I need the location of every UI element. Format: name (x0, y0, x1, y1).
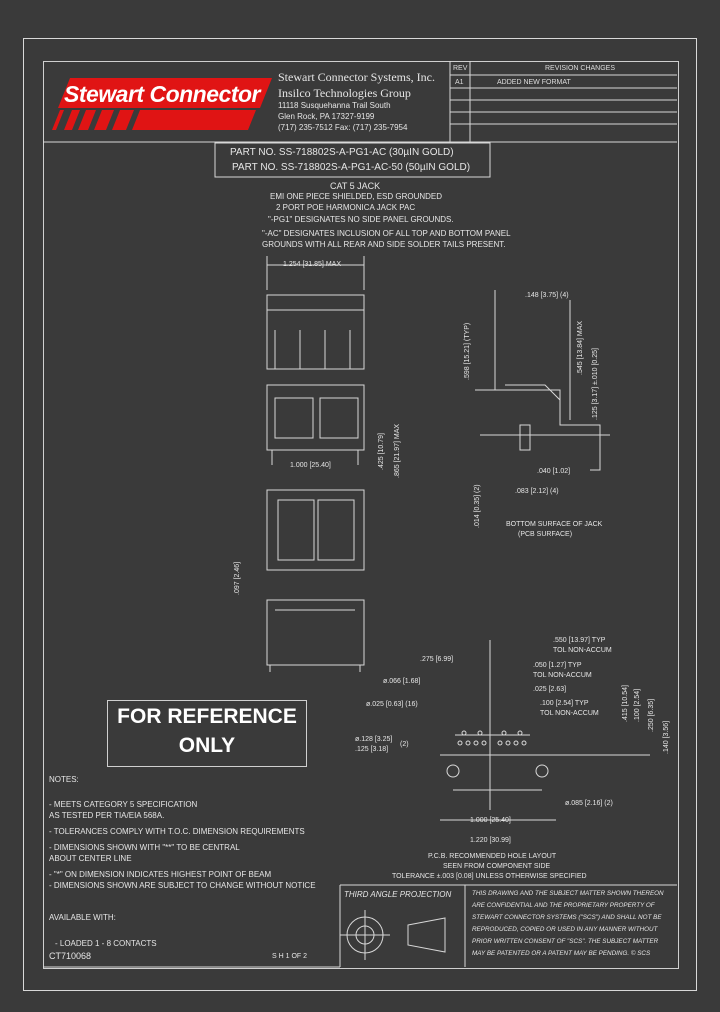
bottom-surface-label: BOTTOM SURFACE OF JACK (506, 521, 603, 528)
dim-1000b: 1.000 [25.40] (470, 817, 511, 824)
note-1a: - MEETS CATEGORY 5 SPECIFICATION (49, 800, 198, 809)
dim-040: .040 [1.02] (537, 468, 571, 475)
legal-line3: STEWART CONNECTOR SYSTEMS ("SCS") AND SH… (472, 914, 662, 921)
rev-changes-header: REVISION CHANGES (545, 65, 616, 72)
desc-title: CAT 5 JACK (330, 181, 381, 191)
logo-text: Stewart Connector (64, 81, 260, 107)
reference-line2: ONLY (178, 734, 236, 757)
dim-066: ø.066 [1.68] (383, 678, 421, 685)
notes-title: NOTES: (49, 775, 79, 784)
company-logo: Stewart Connector (50, 78, 272, 130)
legal-line2: ARE CONFIDENTIAL AND THE PROPRIETARY PRO… (472, 902, 655, 909)
note-3a: - DIMENSIONS SHOWN WITH "**" TO BE CENTR… (49, 843, 240, 852)
dim-050: .050 [1.27] TYP (533, 662, 582, 669)
pcb-surface-label: (PCB SURFACE) (518, 531, 573, 538)
reference-line1: FOR REFERENCE (117, 705, 297, 728)
company-address2: Glen Rock, PA 17327-9199 (278, 112, 375, 121)
note-2: - TOLERANCES COMPLY WITH T.O.C. DIMENSIO… (49, 827, 305, 836)
desc-line4: "-AC" DESIGNATES INCLUSION OF ALL TOP AN… (262, 229, 511, 238)
projection-title: THIRD ANGLE PROJECTION (344, 890, 452, 899)
dim-tol3: TOL NON-ACCUM (540, 710, 599, 717)
dim-two: (2) (400, 741, 409, 748)
rev-header: REV (453, 65, 468, 72)
dim-545: .545 [13.84] MAX (577, 320, 584, 375)
dim-tol2: TOL NON-ACCUM (533, 672, 592, 679)
dim-025c: ø.025 [0.63] (16) (366, 701, 418, 708)
company-phone: (717) 235-7512 Fax: (717) 235-7954 (278, 123, 408, 132)
note-1b: AS TESTED PER TIA/EIA 568A. (49, 811, 165, 820)
legal-line4: REPRODUCED, COPIED OR USED IN ANY MANNER… (472, 926, 658, 933)
note-5: - DIMENSIONS SHOWN ARE SUBJECT TO CHANGE… (49, 881, 316, 890)
dim-1000a: 1.000 [25.40] (290, 462, 331, 469)
sheet-number: S H 1 OF 2 (272, 953, 308, 960)
dim-100typ: .100 [2.54] TYP (540, 700, 589, 707)
part-number-1: PART NO. SS-718802S-A-PG1-AC (30µIN GOLD… (230, 147, 454, 158)
inner-frame (43, 61, 679, 969)
dim-250: .250 [6.35] (648, 698, 655, 732)
dim-415: .415 [10.54] (622, 685, 629, 722)
loaded-contacts: - LOADED 1 - 8 CONTACTS (55, 939, 157, 948)
pcb-tolerance: TOLERANCE ±.003 [0.08] UNLESS OTHERWISE … (392, 873, 587, 880)
document-number: CT710068 (49, 951, 92, 961)
legal-line6: MAY BE PATENTED OR A PATENT MAY BE PENDI… (472, 950, 651, 957)
dim-598: .598 [15.21] (TYP) (464, 322, 471, 380)
dim-014: .014 [0.35] (2) (474, 484, 481, 528)
available-with: AVAILABLE WITH: (49, 913, 116, 922)
dim-128: ø.128 [3.25] (355, 736, 393, 743)
dim-865: .865 [21.97] MAX (394, 423, 401, 478)
note-4: - "*" ON DIMENSION INDICATES HIGHEST POI… (49, 870, 272, 879)
rev-row-change: ADDED NEW FORMAT (497, 79, 571, 86)
rev-row-rev: A1 (455, 79, 464, 86)
pcb-layout-title: P.C.B. RECOMMENDED HOLE LAYOUT (428, 853, 557, 860)
pcb-layout-subtitle: SEEN FROM COMPONENT SIDE (443, 863, 551, 870)
dim-083: .083 [2.12] (4) (515, 488, 559, 495)
for-reference-box: FOR REFERENCE ONLY (107, 700, 307, 767)
dim-550: .550 [13.97] TYP (553, 637, 606, 644)
part-number-2: PART NO. SS-718802S-A-PG1-AC-50 (50µIN G… (232, 162, 471, 173)
dim-025b: .025 [2.63] (533, 686, 567, 693)
drawing-frame (23, 38, 697, 991)
company-group: Insilco Technologies Group (278, 86, 411, 100)
dim-085: ø.085 [2.16] (2) (565, 800, 613, 807)
logo-stripes (52, 78, 272, 130)
dim-100b: .100 [2.54] (634, 688, 641, 722)
dim-275: .275 [6.99] (420, 656, 454, 663)
legal-line5: PRIOR WRITTEN CONSENT OF "SCS". THE SUBJ… (472, 938, 659, 945)
legal-line1: THIS DRAWING AND THE SUBJECT MATTER SHOW… (472, 890, 664, 897)
dim-140: .140 [3.56] (663, 720, 670, 754)
dim-1220: 1.220 [30.99] (470, 837, 511, 844)
desc-line3: "-PG1" DESIGNATES NO SIDE PANEL GROUNDS. (268, 215, 454, 224)
dim-tol1: TOL NON-ACCUM (553, 647, 612, 654)
company-name: Stewart Connector Systems, Inc. (278, 70, 435, 84)
desc-line1: EMI ONE PIECE SHIELDED, ESD GROUNDED (270, 192, 443, 201)
dim-125: .125 [3.17] ±.010 [0.25] (592, 348, 599, 420)
dim-148: .148 [3.75] (4) (525, 292, 569, 299)
dim-1254: 1.254 [31.85] MAX (283, 261, 341, 268)
company-address1: 11118 Susquehanna Trail South (278, 101, 391, 110)
desc-line5: GROUNDS WITH ALL REAR AND SIDE SOLDER TA… (262, 240, 506, 249)
desc-line2: 2 PORT POE HARMONICA JACK PAC (276, 203, 416, 212)
dim-425: .425 [10.79] (378, 433, 385, 470)
note-3b: ABOUT CENTER LINE (49, 854, 132, 863)
dim-097: .097 [2.46] (234, 561, 241, 595)
dim-125b: .125 [3.18] (355, 746, 389, 753)
